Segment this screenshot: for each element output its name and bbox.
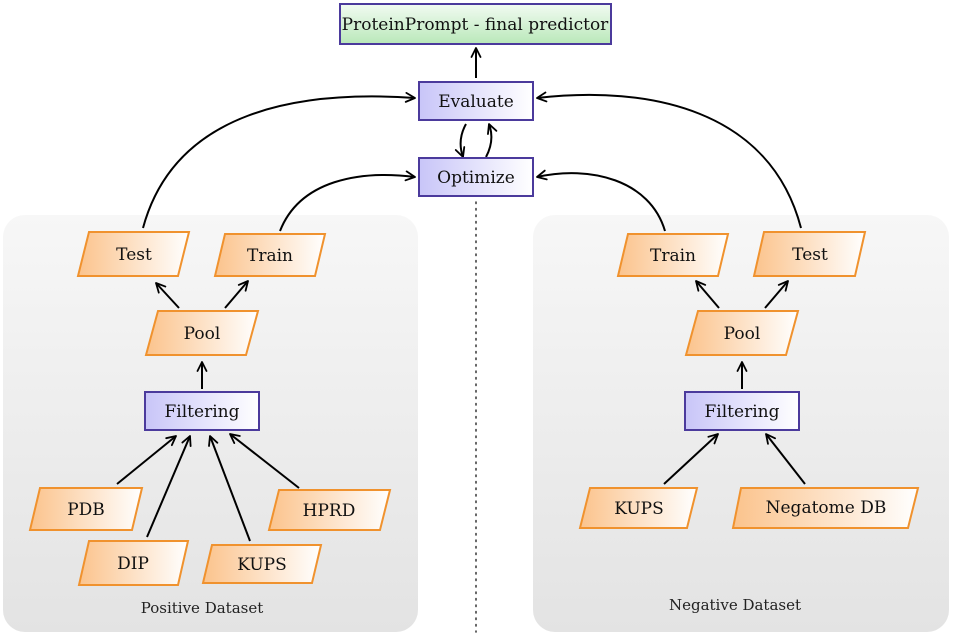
neg-filtering-node: Filtering <box>684 391 800 431</box>
edge-pos-dip-to-filtering <box>146 435 192 538</box>
neg-negatome-node: Negatome DB <box>731 487 920 529</box>
edge-pos-pool-to-train <box>224 280 249 309</box>
neg-train-label: Train <box>650 246 696 266</box>
edge-optimize-to-evaluate <box>485 123 498 158</box>
neg-test-label: Test <box>792 245 828 265</box>
edge-neg-test-to-evaluate <box>536 91 802 229</box>
edge-neg-pool-to-test <box>764 280 789 309</box>
pos-filtering-label: Filtering <box>165 402 240 422</box>
edge-pos-test-to-evaluate <box>142 91 416 229</box>
pos-hprd-node: HPRD <box>267 489 392 531</box>
evaluate-label: Evaluate <box>438 92 514 112</box>
final-predictor-node: ProteinPrompt - final predictor <box>339 3 612 45</box>
pos-pool-label: Pool <box>184 324 221 344</box>
pos-dip-label: DIP <box>117 554 149 574</box>
edge-pos-kups-to-filtering <box>208 435 251 542</box>
neg-kups-label: KUPS <box>614 499 664 519</box>
negative-dataset-caption: Negative Dataset <box>669 596 801 614</box>
edge-pos-hprd-to-filtering <box>229 433 300 489</box>
optimize-node: Optimize <box>418 157 534 197</box>
pos-train-label: Train <box>247 246 293 266</box>
edge-evaluate-to-optimize <box>454 123 467 158</box>
neg-filtering-label: Filtering <box>705 402 780 422</box>
neg-test-node: Test <box>752 231 867 277</box>
edge-neg-kups-to-filtering <box>663 433 719 485</box>
pos-hprd-label: HPRD <box>303 501 356 521</box>
pos-test-node: Test <box>76 231 191 277</box>
edge-pos-pool-to-test <box>155 282 180 309</box>
final-predictor-label: ProteinPrompt - final predictor <box>342 15 610 35</box>
optimize-label: Optimize <box>437 168 515 188</box>
neg-train-node: Train <box>616 233 730 277</box>
neg-kups-node: KUPS <box>578 487 699 529</box>
pos-train-node: Train <box>213 233 327 277</box>
positive-dataset-caption: Positive Dataset <box>141 599 264 617</box>
pos-pool-node: Pool <box>144 310 260 356</box>
pos-pdb-label: PDB <box>67 500 105 520</box>
pos-kups-label: KUPS <box>237 555 287 575</box>
edge-pos-pdb-to-filtering <box>116 435 177 485</box>
neg-pool-label: Pool <box>724 324 761 344</box>
edge-pos-train-to-optimize <box>279 170 416 232</box>
neg-negatome-label: Negatome DB <box>766 498 887 518</box>
pos-pdb-node: PDB <box>28 487 144 531</box>
edge-neg-negatome-to-filtering <box>765 433 806 485</box>
pos-filtering-node: Filtering <box>144 391 260 431</box>
pos-dip-node: DIP <box>77 540 190 586</box>
edge-neg-train-to-optimize <box>536 169 666 232</box>
neg-pool-node: Pool <box>684 310 800 356</box>
evaluate-node: Evaluate <box>418 81 534 121</box>
pos-kups-node: KUPS <box>201 544 323 584</box>
pos-test-label: Test <box>116 245 152 265</box>
edge-neg-pool-to-train <box>695 280 720 309</box>
